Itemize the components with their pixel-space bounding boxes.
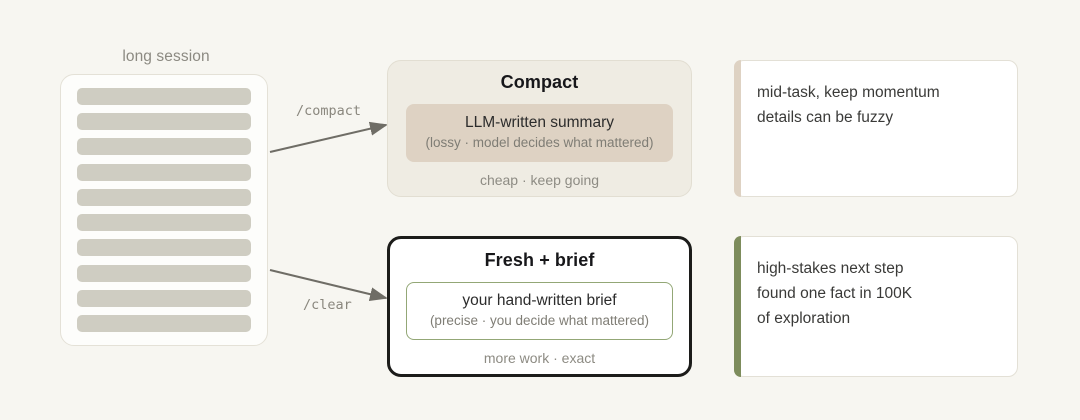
session-line bbox=[77, 138, 251, 156]
long-session-group: long session bbox=[60, 48, 272, 346]
long-session-box bbox=[60, 74, 268, 346]
session-line bbox=[77, 88, 251, 105]
note-line: found one fact in 100K bbox=[757, 285, 913, 303]
session-line bbox=[77, 314, 251, 332]
arrow-clear bbox=[269, 269, 388, 302]
session-line bbox=[77, 289, 251, 307]
note-line: details can be fuzzy bbox=[757, 109, 894, 127]
session-line bbox=[77, 214, 251, 232]
arrow-compact bbox=[269, 121, 388, 153]
arrow-label-compact: /compact bbox=[296, 103, 362, 119]
card-fresh-brief-sub: (precise · you decide what mattered) bbox=[429, 313, 650, 329]
card-fresh-brief-box: your hand-written brief (precise · you d… bbox=[406, 282, 673, 341]
session-line bbox=[77, 239, 251, 257]
card-fresh-brief-main: your hand-written brief bbox=[462, 292, 617, 309]
card-fresh-footer: more work · exact bbox=[483, 350, 596, 367]
note-line: high-stakes next step bbox=[757, 260, 904, 277]
card-compact[interactable]: Compact LLM-written summary (lossy · mod… bbox=[387, 60, 692, 197]
card-fresh-title: Fresh + brief bbox=[484, 250, 595, 270]
card-compact-summary-box: LLM-written summary (lossy · model decid… bbox=[406, 104, 673, 163]
note-card-fresh[interactable]: high-stakes next step found one fact in … bbox=[734, 236, 1018, 377]
session-line bbox=[77, 188, 251, 206]
note-card-compact[interactable]: mid-task, keep momentum details can be f… bbox=[734, 60, 1018, 197]
arrow-label-clear: /clear bbox=[303, 297, 352, 313]
card-compact-footer: cheap · keep going bbox=[479, 172, 600, 189]
note-line: of exploration bbox=[757, 310, 851, 328]
card-compact-title: Compact bbox=[500, 72, 579, 92]
card-fresh-brief[interactable]: Fresh + brief your hand-written brief (p… bbox=[387, 236, 692, 377]
card-compact-summary-sub: (lossy · model decides what mattered) bbox=[425, 135, 654, 151]
session-line bbox=[77, 113, 251, 131]
session-line bbox=[77, 163, 251, 181]
note-line: mid-task, keep momentum bbox=[757, 84, 940, 101]
note-accent-bar bbox=[734, 236, 741, 377]
note-accent-bar bbox=[734, 60, 741, 197]
card-compact-summary-main: LLM-written summary bbox=[465, 114, 614, 131]
long-session-label: long session bbox=[122, 48, 210, 65]
session-line bbox=[77, 264, 251, 282]
